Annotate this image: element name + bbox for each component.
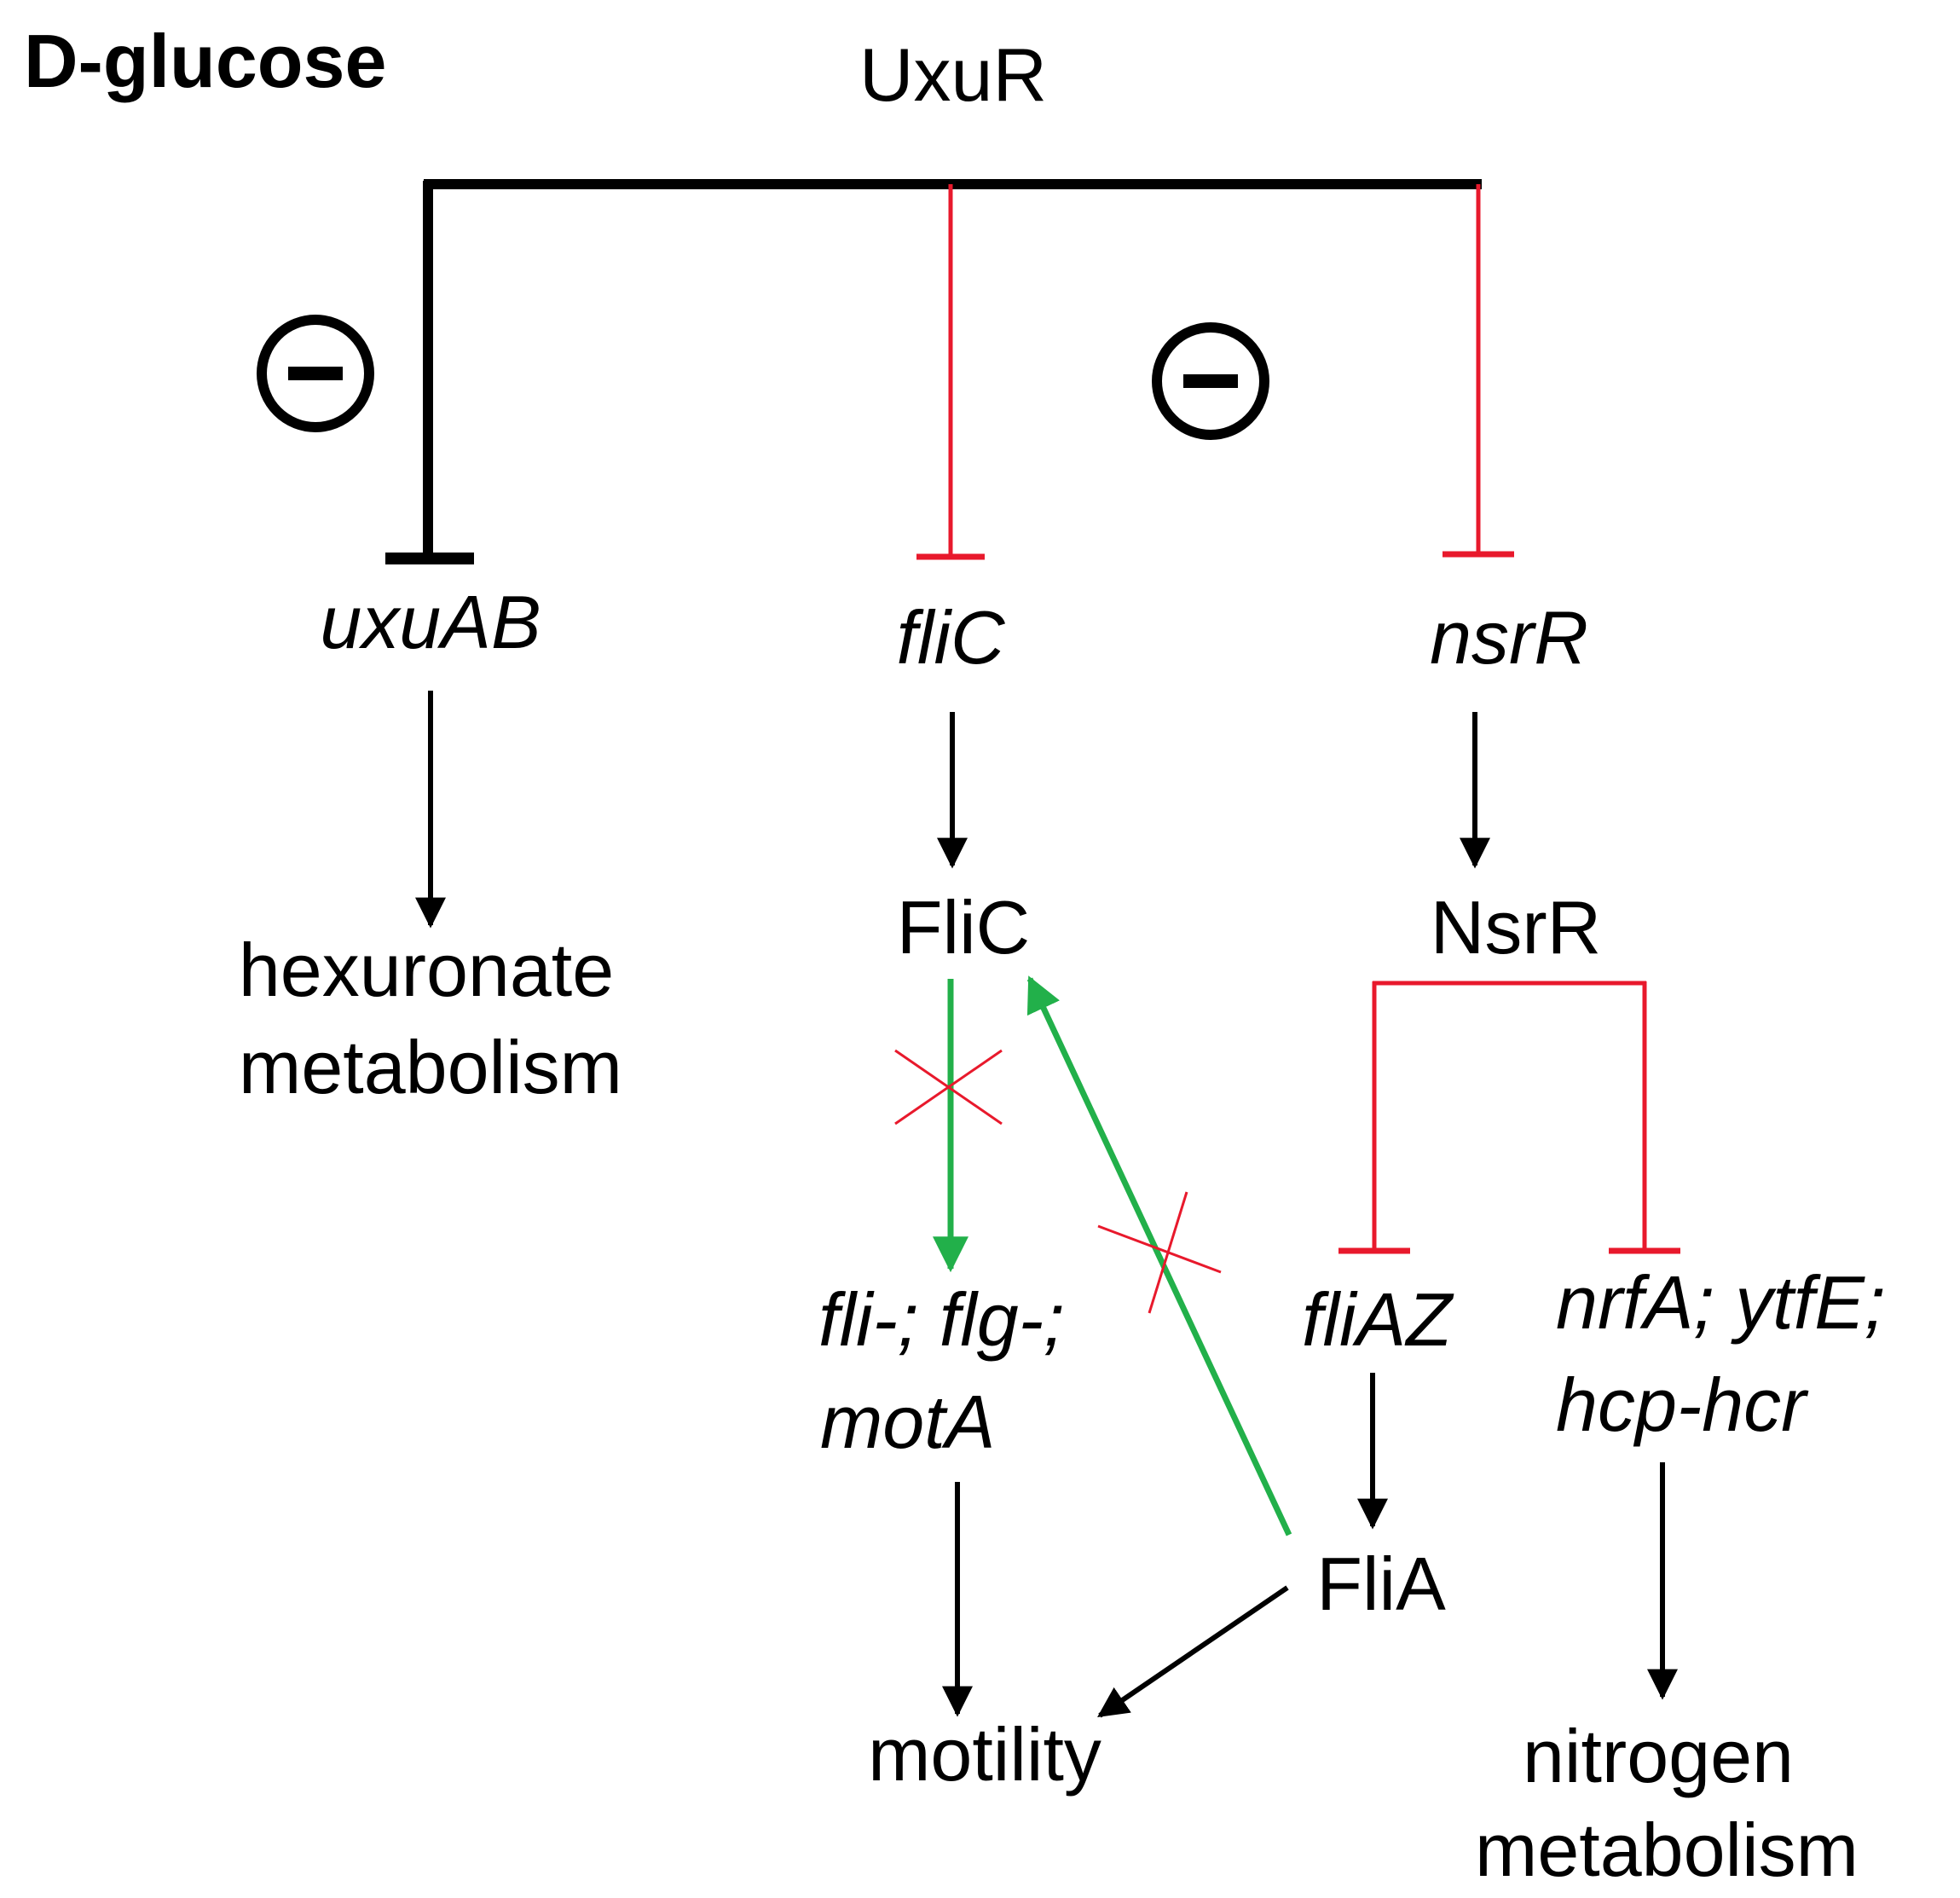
abolished-cross-mark <box>894 1049 1003 1125</box>
negative-regulation-icon <box>257 315 374 432</box>
gene-fliaz: fliAZ <box>1302 1277 1454 1362</box>
process-hexuronate-metabolism: hexuronate <box>239 928 614 1012</box>
protein-flia: FliA <box>1316 1542 1446 1626</box>
process-motility: motility <box>868 1712 1101 1797</box>
gene-hcp-hcr: hcp-hcr <box>1556 1363 1809 1447</box>
gene-uxuab: uxuAB <box>320 580 541 664</box>
genes-fli-flg: fli-; flg-; <box>818 1277 1064 1362</box>
arrow-flia-motility <box>1097 1585 1289 1718</box>
condition-label: D-glucose <box>24 19 386 103</box>
protein-flic: FliC <box>897 885 1030 969</box>
protein-nsrr: NsrR <box>1431 885 1601 969</box>
negative-regulation-icon <box>1152 322 1269 440</box>
process-nitrogen-metabolism: nitrogen <box>1523 1714 1794 1798</box>
repression-uxur-uxuab <box>385 181 474 564</box>
repression-uxur-nsrr <box>1443 184 1514 558</box>
process-hexuronate-metabolism-line2: metabolism <box>239 1025 622 1109</box>
process-nitrogen-metabolism-line2: metabolism <box>1475 1808 1859 1892</box>
regulator-uxur-label: UxuR <box>859 32 1047 117</box>
gene-mota: motA <box>820 1380 995 1464</box>
gene-flic: fliC <box>896 595 1006 680</box>
genes-nrfa-ytfe: nrfA; ytfE; <box>1556 1260 1885 1345</box>
repression-uxur-flic <box>916 184 985 560</box>
abolished-cross-mark <box>1097 1191 1222 1314</box>
gene-nsrr: nsrR <box>1430 595 1588 680</box>
abolished-arrow-flia-flic <box>1026 975 1292 1536</box>
nsrr-regulation-bracket <box>1338 981 1680 1254</box>
